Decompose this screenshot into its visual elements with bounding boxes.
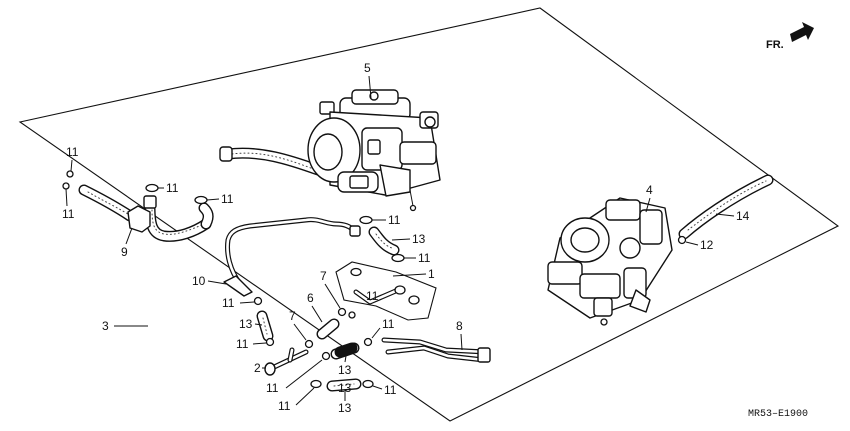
clip-11-upper-a xyxy=(359,215,373,225)
callout-10: 10 xyxy=(192,274,206,288)
callout-11-e: 11 xyxy=(222,296,235,310)
callout-13-b: 13 xyxy=(239,317,253,331)
vent-tube-10 xyxy=(223,217,361,297)
callout-13-a: 13 xyxy=(412,232,426,246)
callout-11-m: 11 xyxy=(366,289,379,303)
clip-11-tube10 xyxy=(253,296,263,306)
callout-5: 5 xyxy=(364,61,371,75)
front-direction-indicator: FR. xyxy=(766,22,814,51)
callout-13-d: 13 xyxy=(338,401,352,415)
callout-13-e: 13 xyxy=(338,381,352,395)
callout-13-c: 13 xyxy=(338,363,352,377)
front-direction-label: FR. xyxy=(766,39,784,51)
clip-11-left-lower xyxy=(62,182,70,190)
clip-11-mid-right xyxy=(363,337,373,347)
callout-11-b: 11 xyxy=(62,207,75,221)
callout-11-i: 11 xyxy=(266,381,279,395)
hose-6 xyxy=(316,318,340,340)
clip-11-bracket xyxy=(348,311,356,319)
callout-4: 4 xyxy=(646,183,653,197)
hose-13-left xyxy=(256,310,274,342)
clip-11-hose9-top xyxy=(145,183,159,193)
clip-11-hose9-right xyxy=(194,195,208,205)
hose-13-mid xyxy=(334,342,358,358)
hose-13-upper xyxy=(368,226,400,256)
fuel-hose-14 xyxy=(678,174,774,240)
callout-11-h: 11 xyxy=(236,337,249,351)
front-carburetor xyxy=(219,89,441,212)
callout-11-g: 11 xyxy=(418,251,431,265)
callout-7-a: 7 xyxy=(320,269,327,283)
clip-7-a xyxy=(337,307,347,317)
callout-1: 1 xyxy=(428,267,435,281)
callout-6: 6 xyxy=(307,291,314,305)
callout-12: 12 xyxy=(700,238,714,252)
hose-13-bottom xyxy=(326,378,362,392)
callout-8: 8 xyxy=(456,319,463,333)
callout-11-k: 11 xyxy=(278,399,291,413)
callout-3: 3 xyxy=(102,319,109,333)
tee-joint-2 xyxy=(264,347,309,376)
callout-14: 14 xyxy=(736,209,750,223)
clip-11-center xyxy=(321,351,331,361)
callout-11-j: 11 xyxy=(382,317,395,331)
clip-11-left-mid xyxy=(265,337,275,347)
callout-7-b: 7 xyxy=(289,309,296,323)
clip-11-upper-b xyxy=(391,253,405,263)
callout-9: 9 xyxy=(121,245,128,259)
callout-11-c: 11 xyxy=(166,181,179,195)
diagram-code: MR53–E1900 xyxy=(748,409,808,420)
front-arrow-icon xyxy=(790,22,814,42)
callout-11-a: 11 xyxy=(66,145,79,159)
link-rod-8 xyxy=(381,337,491,363)
callout-11-f: 11 xyxy=(388,213,401,227)
clip-11-bottom-a xyxy=(310,379,322,389)
assembly-frame xyxy=(18,7,840,422)
clip-11-left-upper xyxy=(66,170,74,178)
clip-11-bottom-b xyxy=(362,379,374,389)
callout-2: 2 xyxy=(254,361,261,375)
clip-12 xyxy=(677,235,687,245)
hose-9 xyxy=(78,184,214,242)
joint-bracket-1 xyxy=(335,261,437,321)
rear-carburetor xyxy=(547,197,673,326)
callout-11-l: 11 xyxy=(384,383,397,397)
clip-7-b xyxy=(304,339,314,349)
callout-11-d: 11 xyxy=(221,192,234,206)
